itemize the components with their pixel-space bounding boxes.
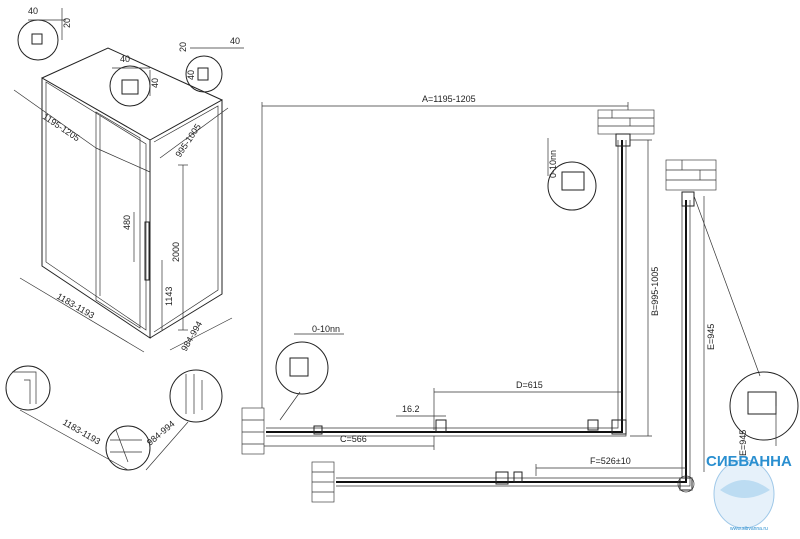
bottom-detail: 1183-1193 984-994 (5, 365, 223, 471)
detail-b-circle (109, 65, 151, 107)
detail-c-circle (185, 55, 223, 93)
detail-a-circle (17, 19, 59, 61)
watermark-brand: СИБВАННА (706, 453, 792, 470)
gap-detail-right (729, 371, 799, 441)
handle-elevation-dim: 1143 (164, 287, 174, 306)
dim-e: E=945 (706, 324, 716, 350)
gap-top-label: 0-10nn (548, 150, 558, 178)
plan-view: A=1195-1205 B=995-1005 0-10nn (241, 94, 799, 503)
watermark-site: www.sibvanna.ru (730, 526, 768, 532)
watermark-logo: СИБВАННА www.sibvanna.ru (706, 453, 792, 532)
height-dim: 2000 (171, 242, 181, 262)
handle-height-dim: 480 (122, 215, 132, 230)
handle-icon (144, 221, 150, 281)
bottom-detail-width-dim: 1183-1193 (61, 417, 102, 447)
dim-e2: E=945 (738, 430, 748, 456)
dim-b: B=995-1005 (650, 267, 660, 316)
isometric-view: 2000 480 1143 1195-1205 995-1005 1183-11… (13, 6, 244, 353)
detail-c-dim-2: 40 (230, 36, 240, 46)
gap-left-label: 0-10nn (312, 324, 340, 334)
detail-b-dim-1: 40 (120, 54, 130, 64)
top-width-dim: 1195-1205 (41, 111, 82, 143)
detail-b-dim-2: 40 (150, 78, 160, 88)
dim-f: F=526±10 (590, 456, 631, 466)
dim-d: D=615 (516, 380, 543, 390)
detail-a-dim-1: 40 (28, 6, 38, 16)
detail-c-dim-1: 20 (178, 42, 188, 52)
bottom-detail-depth-dim: 984-994 (145, 419, 177, 448)
dim-c: C=566 (340, 434, 367, 444)
wall-brick-top (597, 109, 655, 135)
detail-a-dim-2: 20 (62, 18, 72, 28)
gap-detail-top (547, 161, 597, 211)
wall-brick-bottom (311, 461, 335, 503)
gap-detail-left (275, 341, 329, 395)
wall-brick-right (665, 159, 717, 191)
top-depth-dim: 995-1005 (173, 122, 203, 159)
bottom-width-dim: 1183-1193 (55, 291, 96, 321)
detail-c-dim-3: 40 (186, 70, 196, 80)
dim-a: A=1195-1205 (422, 94, 476, 104)
wall-brick-left (241, 407, 265, 455)
offset-dim: 16.2 (402, 404, 420, 414)
